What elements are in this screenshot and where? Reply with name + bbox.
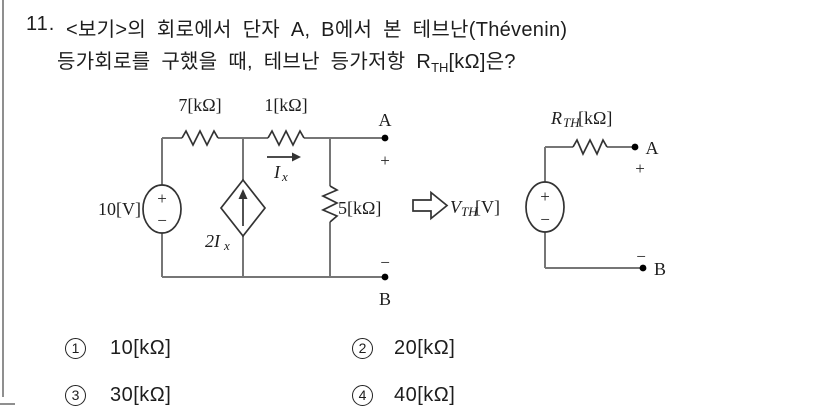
question-line-2-pre: 등가회로를 구했을 때, 테브난 등가저항 R (57, 51, 432, 73)
resistor-5k: 5[kΩ] (320, 185, 381, 223)
terminal-a-label: A (379, 110, 392, 130)
resistor-1k-label: 1[kΩ] (264, 95, 307, 115)
question-line-1: <보기>의 회로에서 단자 A, B에서 본 테브난(Thévenin) (66, 19, 568, 41)
ix-label: I (273, 162, 281, 182)
terminal-a-dot (381, 134, 389, 142)
rth-label: R (550, 108, 562, 128)
th-terminal-a-plus: + (635, 159, 645, 178)
ix-arrow-head (292, 152, 301, 162)
dependent-current-source: 2I x (205, 178, 267, 253)
resistor-5k-label: 5[kΩ] (338, 198, 381, 218)
thevenin-circuit: + − V TH [V] R TH [kΩ] A + − (450, 108, 666, 279)
voltage-source-minus: − (157, 211, 167, 230)
vth-label: V (450, 197, 463, 217)
terminal-a: A + (379, 110, 392, 170)
dependent-source-label: 2I (205, 231, 221, 251)
question-rth-subscript: TH (431, 60, 449, 75)
question-line-2: 등가회로를 구했을 때, 테브난 등가저항 RTH[kΩ]은? (57, 45, 516, 75)
rth-resistor: R TH [kΩ] (550, 108, 612, 157)
question-number: 11. (26, 13, 56, 35)
ix-label-sub: x (281, 169, 288, 184)
th-terminal-b-label: B (654, 259, 666, 279)
option-2-value: 20[kΩ] (394, 337, 456, 359)
option-1-value: 10[kΩ] (110, 337, 172, 359)
terminal-b-label: B (379, 289, 391, 309)
resistor-1k: 1[kΩ] (264, 95, 308, 147)
option-3-circle: 3 (65, 385, 86, 406)
th-terminal-a: A + (631, 138, 659, 178)
th-terminal-a-label: A (646, 138, 659, 158)
vth-source: + − V TH [V] (450, 181, 565, 233)
th-terminal-a-dot (631, 143, 639, 151)
vth-label-sub: TH (461, 204, 478, 219)
dependent-source-arrow-head (238, 189, 248, 199)
original-circuit: + − 10[V] 7[kΩ] 1[kΩ] I x (98, 95, 392, 309)
question-line-2-post: [kΩ]은? (448, 51, 516, 73)
rth-zigzag (572, 138, 608, 157)
th-terminal-b: − B (636, 247, 666, 279)
rth-label-sub: TH (563, 115, 580, 130)
option-1-circle: 1 (65, 338, 86, 359)
terminal-b: − B (379, 253, 391, 309)
resistor-7k-zigzag (181, 129, 219, 147)
circuit-figure: + − 10[V] 7[kΩ] 1[kΩ] I x (98, 95, 666, 309)
terminal-a-plus: + (380, 151, 390, 170)
terminal-b-dot (381, 273, 389, 281)
dependent-source-label-sub: x (223, 238, 230, 253)
page-border-left (2, 0, 4, 397)
implies-arrow-icon (412, 190, 449, 221)
option-4-value: 40[kΩ] (394, 384, 456, 406)
th-terminal-b-dot (639, 264, 647, 272)
th-terminal-b-minus: − (636, 247, 646, 266)
terminal-b-minus: − (380, 253, 390, 272)
voltage-source-circle (142, 184, 182, 234)
option-2-circle: 2 (352, 338, 373, 359)
resistor-1k-zigzag (267, 129, 305, 147)
vth-source-plus: + (540, 187, 550, 206)
voltage-source-plus: + (157, 189, 167, 208)
voltage-source-10v: + − 10[V] (98, 184, 182, 234)
vth-source-minus: − (540, 210, 550, 229)
resistor-7k: 7[kΩ] (178, 95, 222, 147)
option-4-circle: 4 (352, 385, 373, 406)
rth-label-unit: [kΩ] (578, 108, 612, 128)
page-border-foot (0, 403, 15, 405)
vth-label-unit: [V] (475, 197, 500, 217)
resistor-7k-label: 7[kΩ] (178, 95, 221, 115)
option-3-value: 30[kΩ] (110, 384, 172, 406)
resistor-5k-zigzag (320, 185, 339, 223)
voltage-source-label: 10[V] (98, 199, 141, 219)
current-ix-annotation: I x (267, 152, 301, 184)
vth-source-circle (525, 181, 565, 233)
